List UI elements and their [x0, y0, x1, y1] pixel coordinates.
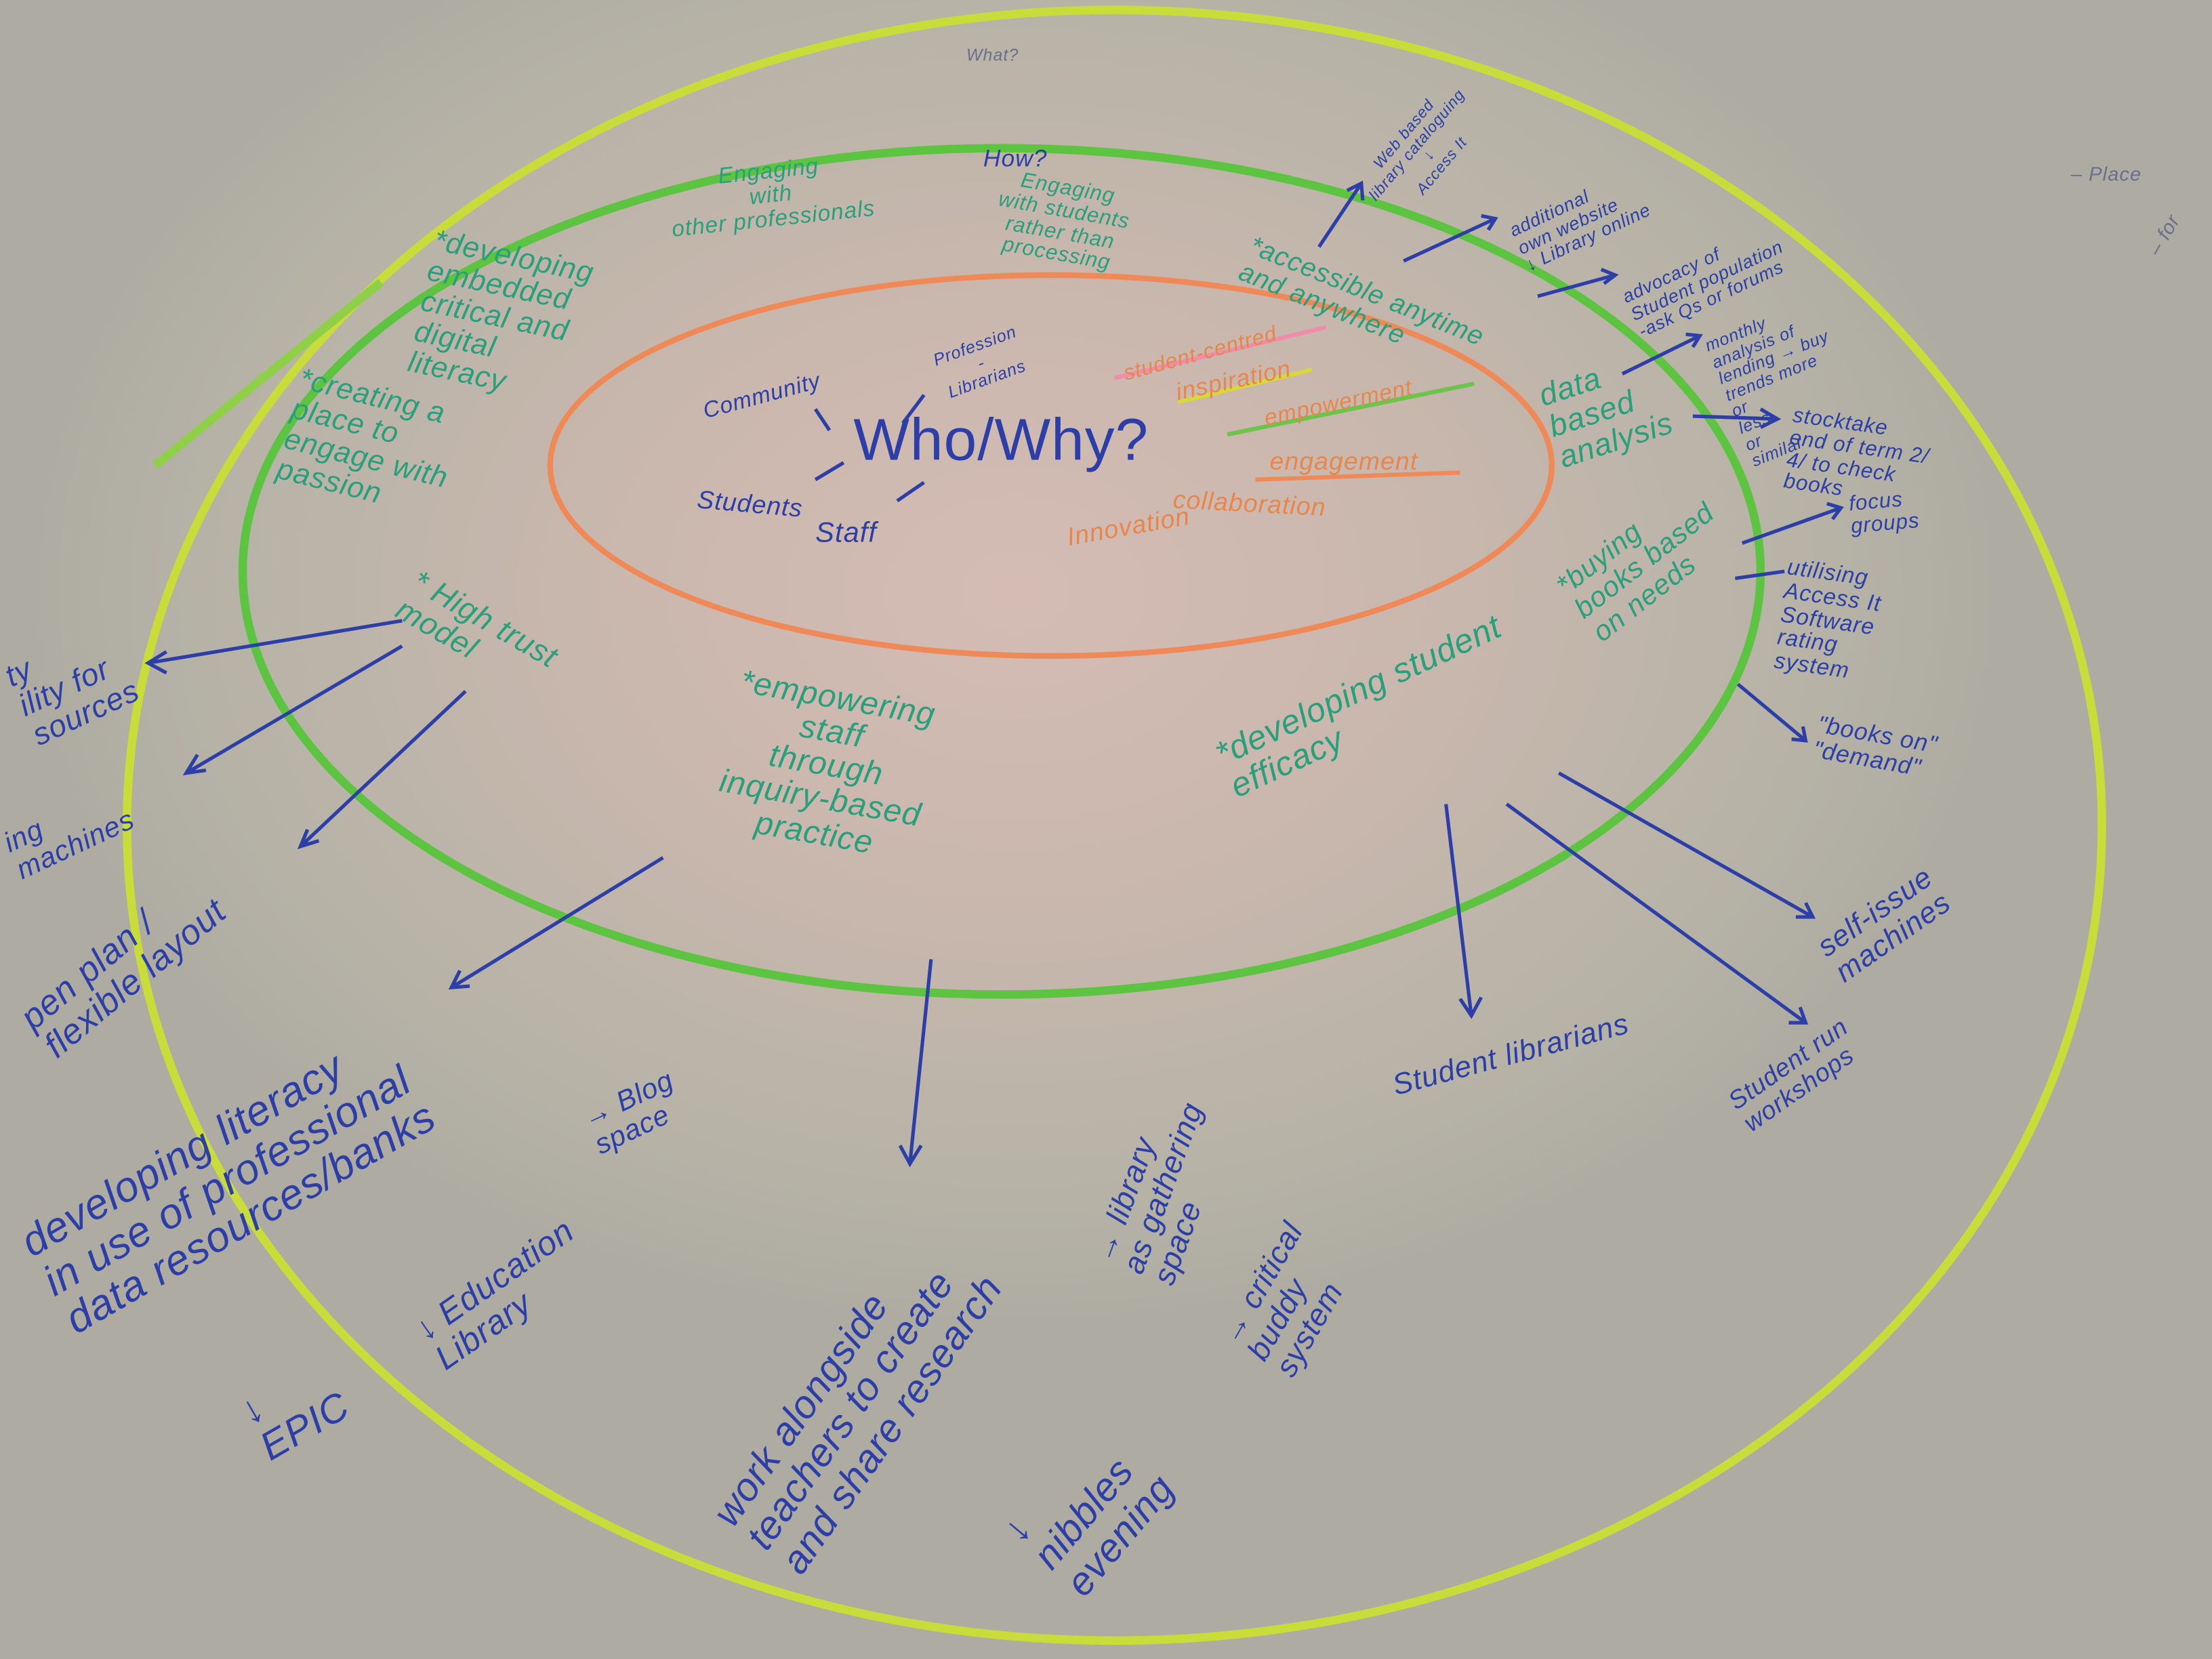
who-why-title: Who/Why? [853, 406, 1149, 473]
yellow-arc-stroke [152, 279, 384, 469]
rating-system: utilising Access It Software rating syst… [1772, 556, 1883, 684]
value-underlines [1113, 325, 1475, 482]
how-label: How? [983, 145, 1048, 172]
value-engagement: engagement [1269, 447, 1418, 476]
focus-groups: focus groups [1847, 487, 1921, 539]
middle-green-ring [238, 144, 1765, 999]
what-label: What? [966, 45, 1019, 65]
place-note: – Place [2070, 162, 2142, 185]
arrows [144, 180, 1844, 1168]
critical-literacy: *developing embedded critical and digita… [405, 224, 597, 398]
empowering-staff: *empowering staff through inquiry-based … [716, 662, 939, 860]
inner-orange-ring [547, 272, 1555, 659]
outer-yellow-ring [123, 5, 2106, 1645]
staff: Staff [815, 517, 878, 549]
connector-lines [813, 394, 926, 503]
